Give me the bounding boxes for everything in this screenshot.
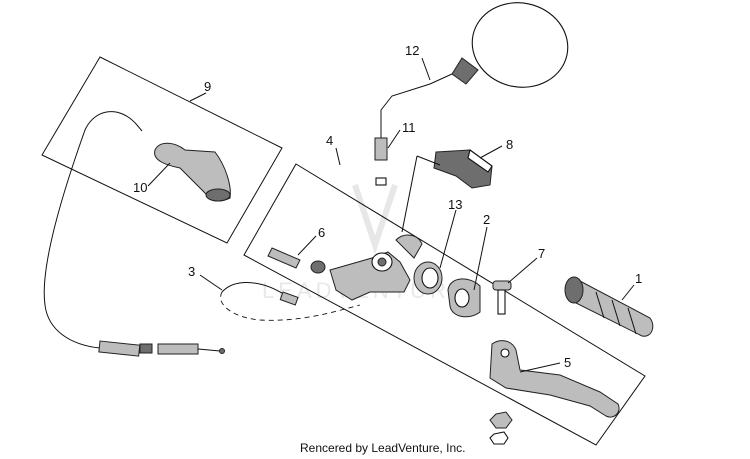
callout-10: 10 [133,180,147,195]
part-11-adapter [374,137,388,186]
leader-13 [439,209,457,269]
leader-8c [401,155,418,233]
callout-4: 4 [326,133,333,148]
callout-3: 3 [188,264,195,279]
part-2-collar [447,278,481,318]
callout-5: 5 [564,355,571,370]
part-12-mirror [380,2,569,138]
part-7-bolt [492,280,512,315]
part-4-bracket [329,234,423,301]
part-5-lever [489,340,620,418]
callout-2: 2 [483,212,490,227]
part-9-cable [43,111,225,357]
callout-9: 9 [204,79,211,94]
part-3-cable [220,282,361,321]
leader-3 [199,274,223,291]
leader-12 [421,57,431,81]
callout-13: 13 [448,197,462,212]
leader-7 [507,257,538,284]
part-10-boot [154,142,231,202]
leader-10 [147,162,171,187]
part-1-grip [564,276,654,337]
leader-11 [387,129,401,149]
watermark-logo-icon [352,184,398,255]
part-nut [489,411,513,445]
part-8-cover [433,149,493,189]
group-box-4 [243,163,646,446]
leader-8b [416,155,441,166]
group-box-9 [41,56,283,244]
leader-2 [473,226,488,291]
callout-1: 1 [635,271,642,286]
leader-8 [479,145,503,159]
leader-5 [519,362,561,373]
leader-4 [335,147,341,166]
leader-6 [297,235,317,256]
part-6-screw [267,247,326,274]
callout-7: 7 [538,246,545,261]
callout-6: 6 [318,225,325,240]
callout-12: 12 [405,43,419,58]
credit-text: Rencered by LeadVenture, Inc. [300,441,465,455]
part-13-clamp [413,261,443,295]
callout-11: 11 [402,120,416,135]
leader-1 [621,284,635,301]
callout-8: 8 [506,137,513,152]
leader-9 [189,92,207,102]
